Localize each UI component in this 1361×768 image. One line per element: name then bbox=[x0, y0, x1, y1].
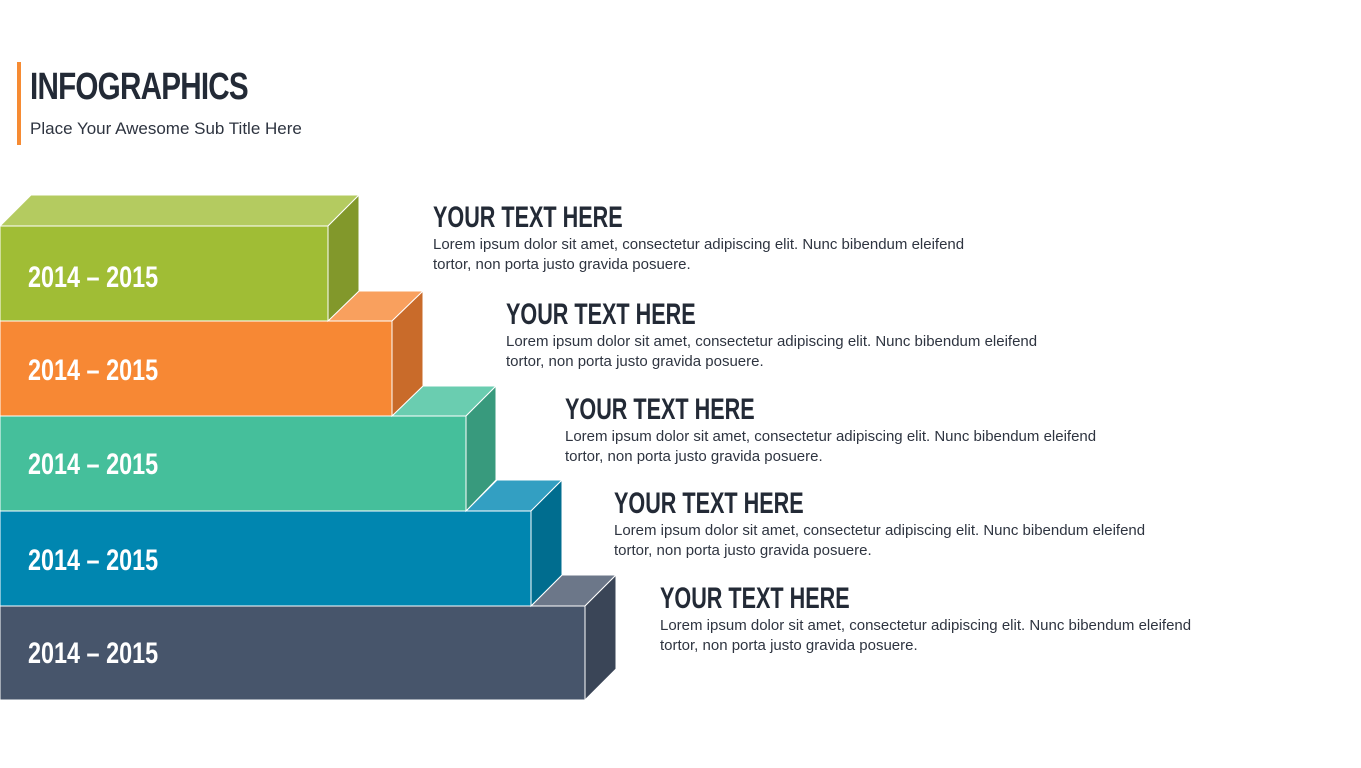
step-3-body: Lorem ipsum dolor sit amet, consectetur … bbox=[565, 427, 1145, 467]
step-3-description: YOUR TEXT HERE Lorem ipsum dolor sit ame… bbox=[565, 393, 1145, 467]
step-5-body: Lorem ipsum dolor sit amet, consectetur … bbox=[660, 616, 1240, 656]
step-5-description: YOUR TEXT HERE Lorem ipsum dolor sit ame… bbox=[660, 582, 1240, 656]
step-4-body: Lorem ipsum dolor sit amet, consectetur … bbox=[614, 521, 1194, 561]
step-4-heading: YOUR TEXT HERE bbox=[614, 487, 804, 520]
step-1-description: YOUR TEXT HERE Lorem ipsum dolor sit ame… bbox=[433, 201, 1013, 275]
step-2-front bbox=[0, 320, 393, 417]
step-4-body-line-2: tortor, non porta justo gravida posuere. bbox=[614, 542, 872, 559]
step-3-body-line-2: tortor, non porta justo gravida posuere. bbox=[565, 448, 823, 465]
step-1-year-label: 2014 – 2015 bbox=[28, 261, 159, 294]
step-3-front bbox=[0, 415, 467, 512]
step-3-heading: YOUR TEXT HERE bbox=[565, 393, 755, 426]
step-2-year-label: 2014 – 2015 bbox=[28, 354, 159, 387]
step-2-heading: YOUR TEXT HERE bbox=[506, 298, 696, 331]
step-block-5 bbox=[0, 573, 618, 702]
step-2-body-line-2: tortor, non porta justo gravida posuere. bbox=[506, 353, 764, 370]
step-1-body: Lorem ipsum dolor sit amet, consectetur … bbox=[433, 235, 1013, 275]
step-block-2 bbox=[0, 289, 425, 418]
step-5-heading: YOUR TEXT HERE bbox=[660, 582, 850, 615]
step-4-front bbox=[0, 510, 532, 607]
step-2-body: Lorem ipsum dolor sit amet, consectetur … bbox=[506, 332, 1086, 372]
step-1-body-line-1: Lorem ipsum dolor sit amet, consectetur … bbox=[433, 236, 965, 253]
step-5-year-label: 2014 – 2015 bbox=[28, 637, 159, 670]
step-1-front bbox=[0, 225, 329, 322]
step-block-4 bbox=[0, 478, 564, 608]
step-1-top bbox=[0, 194, 361, 227]
step-3-year-label: 2014 – 2015 bbox=[28, 448, 159, 481]
step-1-body-line-2: tortor, non porta justo gravida posuere. bbox=[433, 256, 691, 273]
step-3-body-line-1: Lorem ipsum dolor sit amet, consectetur … bbox=[565, 428, 1097, 445]
step-1-heading: YOUR TEXT HERE bbox=[433, 201, 623, 234]
step-5-body-line-2: tortor, non porta justo gravida posuere. bbox=[660, 637, 918, 654]
step-5-body-line-1: Lorem ipsum dolor sit amet, consectetur … bbox=[660, 617, 1192, 634]
step-5-front bbox=[0, 605, 586, 701]
step-4-body-line-1: Lorem ipsum dolor sit amet, consectetur … bbox=[614, 522, 1146, 539]
title-accent-bar bbox=[17, 62, 21, 145]
step-2-description: YOUR TEXT HERE Lorem ipsum dolor sit ame… bbox=[506, 298, 1086, 372]
step-2-body-line-1: Lorem ipsum dolor sit amet, consectetur … bbox=[506, 333, 1038, 350]
step-4-year-label: 2014 – 2015 bbox=[28, 544, 159, 577]
page-subtitle: Place Your Awesome Sub Title Here bbox=[30, 119, 302, 138]
step-4-description: YOUR TEXT HERE Lorem ipsum dolor sit ame… bbox=[614, 487, 1194, 561]
step-block-1 bbox=[0, 193, 361, 323]
page-title: INFOGRAPHICS bbox=[30, 66, 249, 108]
step-block-3 bbox=[0, 384, 498, 513]
